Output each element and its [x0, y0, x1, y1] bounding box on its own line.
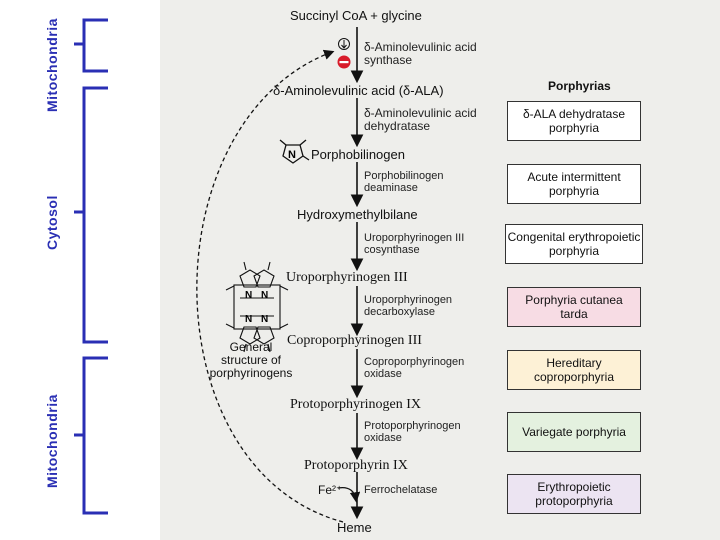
pyrrole-structure	[279, 139, 310, 164]
down-arrow-circle	[338, 38, 350, 50]
label-bottom-mitochondria: Mitochondria	[44, 394, 60, 488]
metabolite-uroporphyrinogen: Uroporphyrinogen III	[286, 270, 408, 285]
pyrrole-n-label: N	[288, 149, 296, 161]
metabolite-succinyl-coa: Succinyl CoA + glycine	[290, 8, 422, 23]
metabolite-hydroxymethylbilane: Hydroxymethylbilane	[297, 207, 418, 222]
porphyrias-title: Porphyrias	[548, 79, 611, 93]
ring-n-label-2: N	[261, 290, 269, 301]
metabolite-heme: Heme	[337, 520, 372, 535]
iron-arrow	[337, 486, 361, 503]
metabolite-protoporphyrin: Protoporphyrin IX	[304, 458, 408, 473]
metabolite-coproporphyrinogen: Coproporphyrinogen III	[287, 333, 422, 348]
structure-caption: General structure of porphyrinogens	[209, 340, 293, 380]
metabolite-porphobilinogen: Porphobilinogen	[311, 147, 405, 162]
label-cytosol: Cytosol	[44, 195, 60, 250]
porphyrinogen-structure	[225, 261, 289, 353]
metabolite-ala: δ-Aminolevulinic acid (δ-ALA)	[273, 83, 444, 98]
bracket-top-mitochondria	[74, 18, 108, 73]
feedback-dashed-arrow	[196, 49, 344, 523]
iron-ion: Fe²⁺	[318, 483, 343, 497]
metabolite-protoporphyrinogen: Protoporphyrinogen IX	[290, 397, 422, 412]
bracket-bottom-mitochondria	[74, 356, 108, 515]
label-top-mitochondria: Mitochondria	[44, 18, 60, 112]
ring-n-label-3: N	[245, 314, 253, 325]
ring-n-label-1: N	[245, 290, 253, 301]
porphyria-variegate: Variegate porphyria	[507, 412, 641, 452]
bracket-cytosol	[74, 86, 108, 344]
ring-n-label-4: N	[261, 314, 269, 325]
enzyme-ferrochelatase: Ferrochelatase	[364, 484, 438, 496]
